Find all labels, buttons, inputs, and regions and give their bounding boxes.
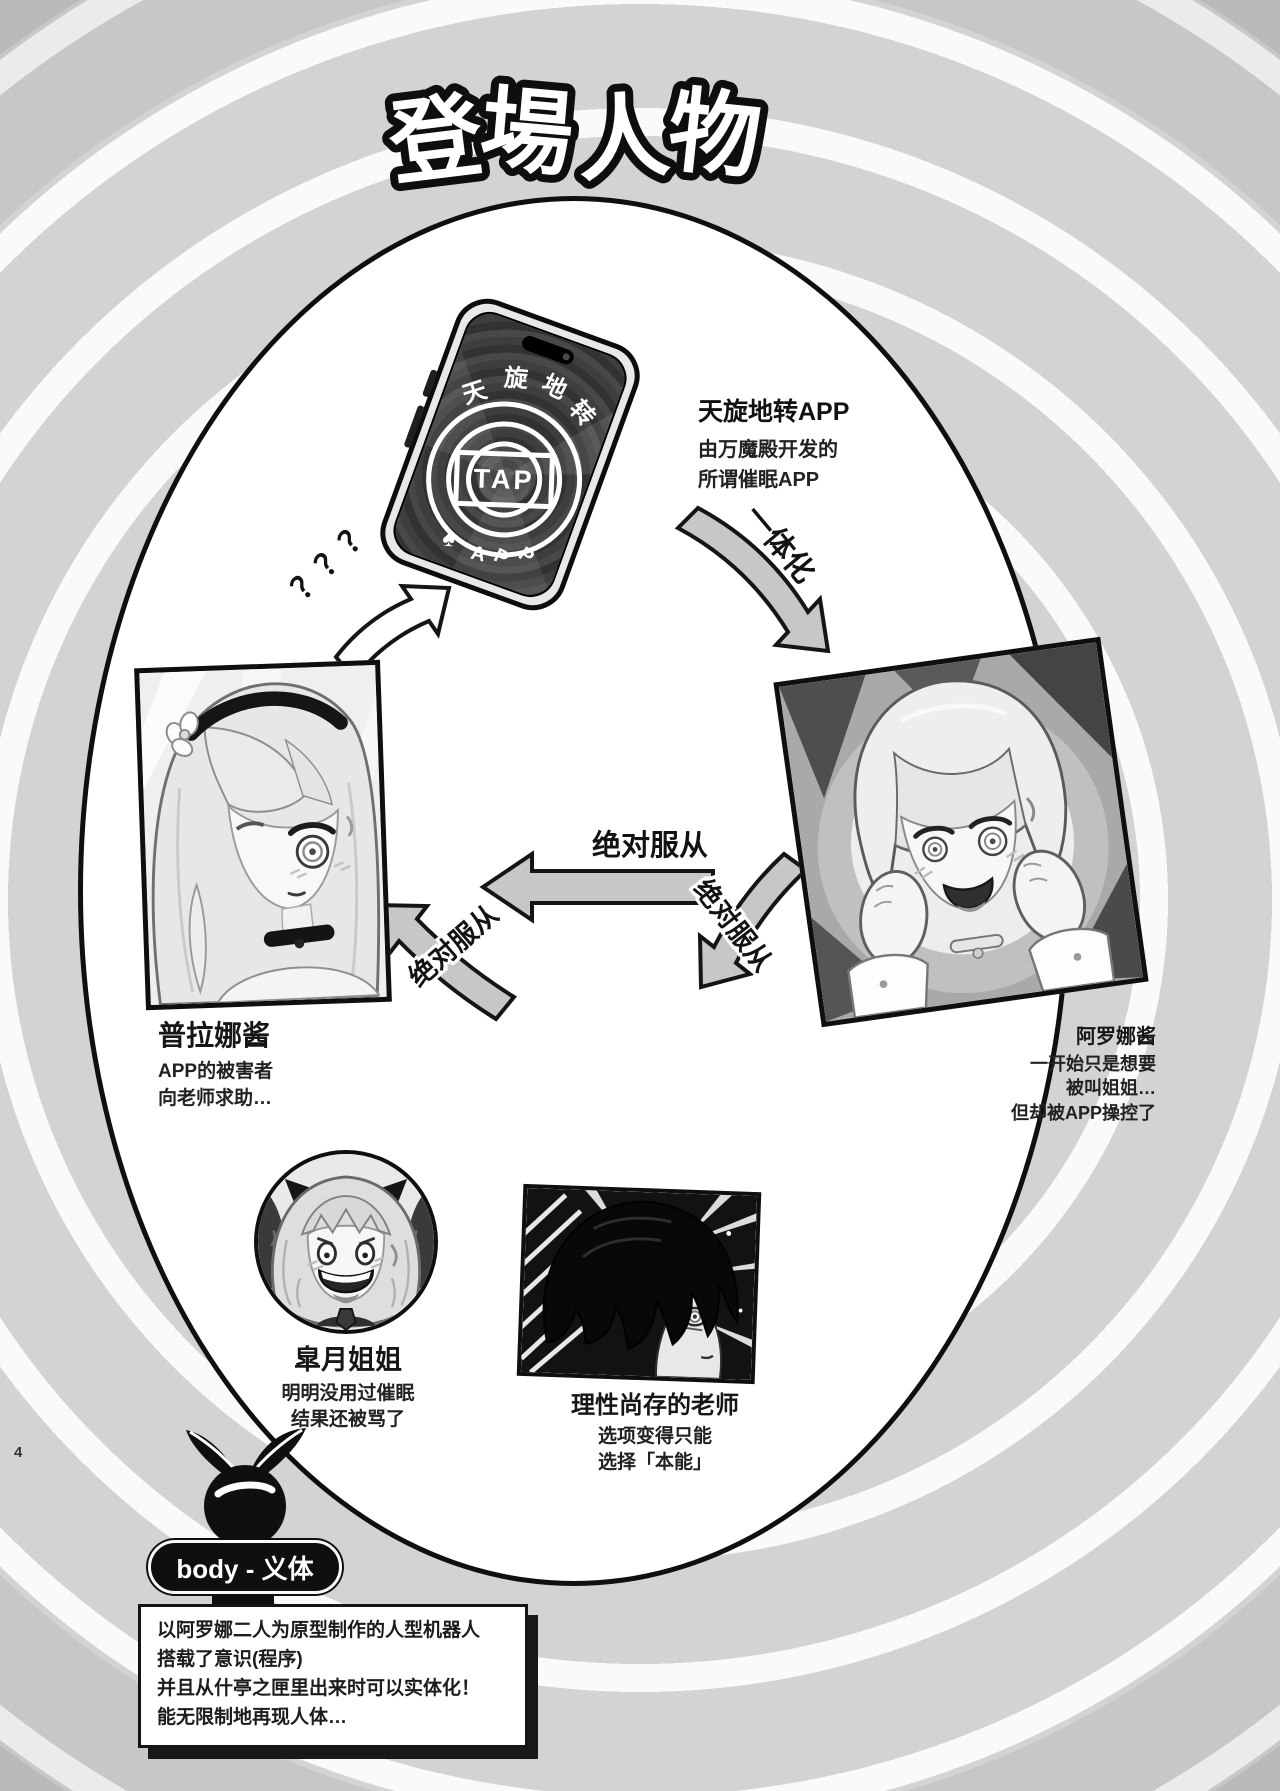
app-description: 天旋地转APP 由万魔殿开发的 所谓催眠APP bbox=[698, 392, 849, 495]
teacher-name: 理性尚存的老师 bbox=[571, 1392, 739, 1419]
arona-portrait-art bbox=[779, 642, 1143, 1022]
title-char-2: 場 bbox=[476, 78, 577, 188]
teacher-desc-line: 选项变得只能 bbox=[597, 1426, 712, 1447]
app-title: 天旋地转APP bbox=[698, 398, 850, 426]
satsuki-caption: 皐月姐姐 明明没用过催眠 结果还被骂了 bbox=[226, 1338, 470, 1432]
satsuki-name: 皐月姐姐 bbox=[294, 1345, 402, 1375]
arona-desc-line: 但却被APP操控了 bbox=[1010, 1102, 1156, 1123]
title-char-4: 物 bbox=[663, 79, 765, 190]
satsuki-desc-line: 结果还被骂了 bbox=[290, 1408, 405, 1430]
label-absolute-obedience-center: 绝对服从 bbox=[591, 830, 709, 862]
screen-arc-char: 转 bbox=[564, 395, 601, 432]
arona-desc-line: 一开始只是想要 bbox=[1030, 1054, 1156, 1074]
spade-icon: ♠ bbox=[442, 524, 456, 552]
body-note-line: 搭载了意识(程序) bbox=[157, 1648, 303, 1670]
plana-desc-line: APP的被害者 bbox=[158, 1061, 274, 1082]
satsuki-desc-line: 明明没用过催眠 bbox=[281, 1383, 415, 1404]
plana-name: 普拉娜酱 bbox=[158, 1020, 271, 1051]
title-char-1: 登 bbox=[383, 85, 489, 198]
body-mascot-icon bbox=[186, 1428, 306, 1547]
plana-caption: 普拉娜酱 APP的被害者 向老师求助… bbox=[158, 1014, 273, 1112]
screen-arc-char: 旋 bbox=[502, 364, 529, 394]
app-desc-line: 所谓催眠APP bbox=[698, 469, 820, 491]
teacher-desc-line: 选择「本能」 bbox=[597, 1451, 712, 1473]
body-label-pill: body - 义体 bbox=[148, 1540, 342, 1594]
app-desc-line: 由万魔殿开发的 bbox=[698, 439, 838, 461]
body-note-box: 以阿罗娜二人为原型制作的人型机器人 搭载了意识(程序) 并且从什亭之匣里出来时可… bbox=[138, 1604, 528, 1748]
plana-portrait-art bbox=[139, 664, 387, 1006]
arona-portrait bbox=[773, 636, 1149, 1028]
body-note-line: 能无限制地再现人体… bbox=[157, 1706, 348, 1728]
page-title: 登 場 人 物 bbox=[378, 70, 774, 205]
body-note-line: 并且从什亭之匣里出来时可以实体化！ bbox=[157, 1677, 481, 1699]
arona-desc-line: 被叫姐姐… bbox=[1066, 1078, 1156, 1099]
screen-arc-char: 地 bbox=[537, 369, 571, 405]
teacher-portrait bbox=[516, 1183, 762, 1385]
teacher-caption: 理性尚存的老师 选项变得只能 选择「本能」 bbox=[519, 1385, 791, 1475]
arona-caption: 阿罗娜酱 一开始只是想要 被叫姐姐… 但却被APP操控了 bbox=[900, 1020, 1156, 1125]
satsuki-portrait bbox=[254, 1150, 438, 1334]
page-number: 4 bbox=[14, 1444, 23, 1461]
plana-desc-line: 向老师求助… bbox=[158, 1087, 273, 1109]
teacher-portrait-art bbox=[520, 1188, 758, 1380]
plana-portrait bbox=[134, 659, 392, 1011]
tap-button: TAP bbox=[453, 449, 556, 510]
satsuki-portrait-art bbox=[258, 1154, 434, 1330]
title-char-3: 人 bbox=[574, 85, 673, 193]
body-note-line: 以阿罗娜二人为原型制作的人型机器人 bbox=[157, 1620, 481, 1641]
arona-name: 阿罗娜酱 bbox=[1076, 1026, 1156, 1048]
